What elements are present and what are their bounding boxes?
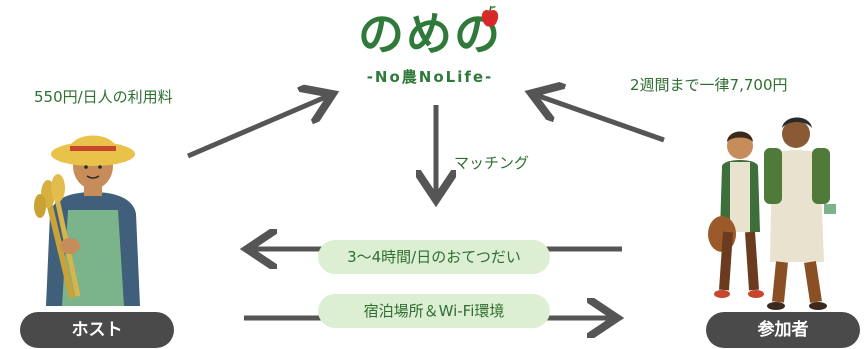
host-farmer-illustration [34, 135, 140, 306]
apple-icon [481, 5, 499, 27]
matching-label: マッチング [454, 154, 530, 172]
host-fee-label: 550円/日人の利用料 [34, 88, 173, 106]
host-to-logo-arrow [187, 96, 328, 159]
logo-tagline: -No農NoLife- [366, 68, 494, 86]
participant-to-logo-arrow [536, 95, 665, 143]
host-badge: ホスト [20, 312, 174, 348]
participants-illustration [708, 117, 836, 310]
lodging-wifi-pill: 宿泊場所＆Wi-Fi環境 [318, 294, 550, 328]
help-work-pill: 3〜4時間/日のおてつだい [318, 240, 550, 274]
participant-price-label: 2週間まで一律7,700円 [630, 76, 788, 94]
logo-wordmark: のめの [358, 7, 502, 61]
participant-badge: 参加者 [706, 312, 860, 348]
